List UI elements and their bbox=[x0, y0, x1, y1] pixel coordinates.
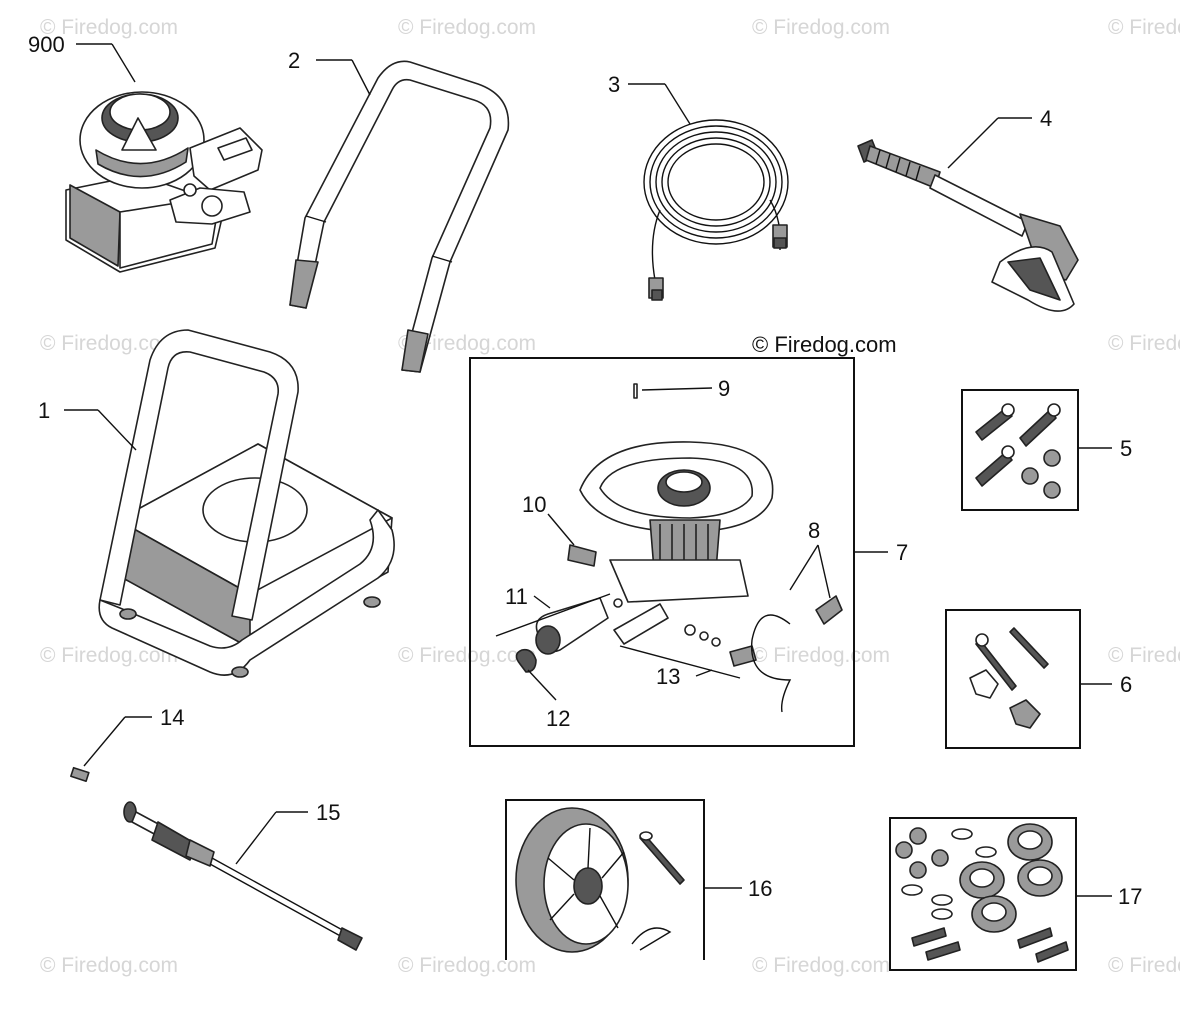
handle-hardware-illustration bbox=[969, 627, 1049, 729]
watermark: © Firedog.com bbox=[1108, 332, 1180, 355]
watermark: © Firedog.com bbox=[40, 332, 178, 355]
callout-6: 6 bbox=[1120, 672, 1132, 697]
wheel-hardware-illustration bbox=[895, 823, 1069, 963]
handle-illustration bbox=[289, 60, 510, 373]
watermark: © Firedog.com bbox=[1108, 954, 1180, 977]
leader-line bbox=[817, 544, 831, 599]
watermark: © Firedog.com bbox=[398, 954, 536, 977]
callout-11: 11 bbox=[505, 584, 528, 609]
callout-2: 2 bbox=[288, 48, 300, 73]
leader-line bbox=[547, 513, 575, 546]
frame-illustration bbox=[98, 329, 395, 678]
watermark: © Firedog.com bbox=[40, 644, 178, 667]
leader-line bbox=[789, 544, 819, 591]
leader-line bbox=[495, 593, 611, 637]
wheel-illustration bbox=[515, 807, 685, 953]
hardware-box-17 bbox=[889, 817, 1077, 971]
hardware-box-6 bbox=[945, 609, 1081, 749]
callout-3: 3 bbox=[608, 72, 620, 97]
watermark: © Firedog.com bbox=[752, 644, 890, 667]
watermark-layer: © Firedog.com © Firedog.com © Firedog.co… bbox=[40, 16, 1180, 977]
pump-illustration bbox=[515, 383, 843, 713]
watermark: © Firedog.com bbox=[752, 954, 890, 977]
leader-line bbox=[111, 43, 136, 83]
callout-12: 12 bbox=[546, 706, 570, 731]
leader-line bbox=[641, 387, 713, 391]
callout-16: 16 bbox=[748, 876, 772, 901]
watermark: © Firedog.com bbox=[40, 16, 178, 39]
callout-7: 7 bbox=[896, 540, 908, 565]
leader-line bbox=[533, 595, 551, 609]
callout-9: 9 bbox=[718, 376, 730, 401]
leader-line bbox=[695, 669, 713, 677]
watermark: © Firedog.com bbox=[398, 332, 536, 355]
callout-900: 900 bbox=[28, 32, 65, 57]
callout-14: 14 bbox=[160, 705, 184, 730]
wand-illustration bbox=[123, 801, 363, 951]
leader-line bbox=[664, 83, 691, 125]
callout-1: 1 bbox=[38, 398, 50, 423]
leader-line bbox=[235, 811, 277, 865]
wheel-kit-box bbox=[505, 799, 705, 960]
callout-17: 17 bbox=[1118, 884, 1142, 909]
watermark: © Firedog.com bbox=[398, 16, 536, 39]
copyright-notice: © Firedog.com bbox=[752, 332, 897, 357]
bolts-nuts-illustration bbox=[975, 403, 1061, 499]
hardware-box-5 bbox=[961, 389, 1079, 511]
callout-8: 8 bbox=[808, 518, 820, 543]
leader-line bbox=[527, 669, 557, 701]
watermark: © Firedog.com bbox=[398, 644, 536, 667]
leader-line bbox=[947, 117, 999, 169]
spray-gun-illustration bbox=[857, 139, 1079, 312]
hose-illustration bbox=[643, 119, 789, 301]
engine-illustration bbox=[65, 91, 263, 273]
leader-line bbox=[619, 645, 741, 679]
watermark: © Firedog.com bbox=[1108, 16, 1180, 39]
watermark: © Firedog.com bbox=[40, 954, 178, 977]
leader-line bbox=[97, 409, 137, 451]
callout-15: 15 bbox=[316, 800, 340, 825]
callout-4: 4 bbox=[1040, 106, 1052, 131]
callout-10: 10 bbox=[522, 492, 546, 517]
watermark: © Firedog.com bbox=[752, 16, 890, 39]
nozzle-tip-illustration bbox=[70, 766, 90, 783]
leader-line bbox=[351, 59, 371, 96]
callout-13: 13 bbox=[656, 664, 680, 689]
watermark: © Firedog.com bbox=[1108, 644, 1180, 667]
leader-line bbox=[83, 716, 126, 767]
callout-5: 5 bbox=[1120, 436, 1132, 461]
